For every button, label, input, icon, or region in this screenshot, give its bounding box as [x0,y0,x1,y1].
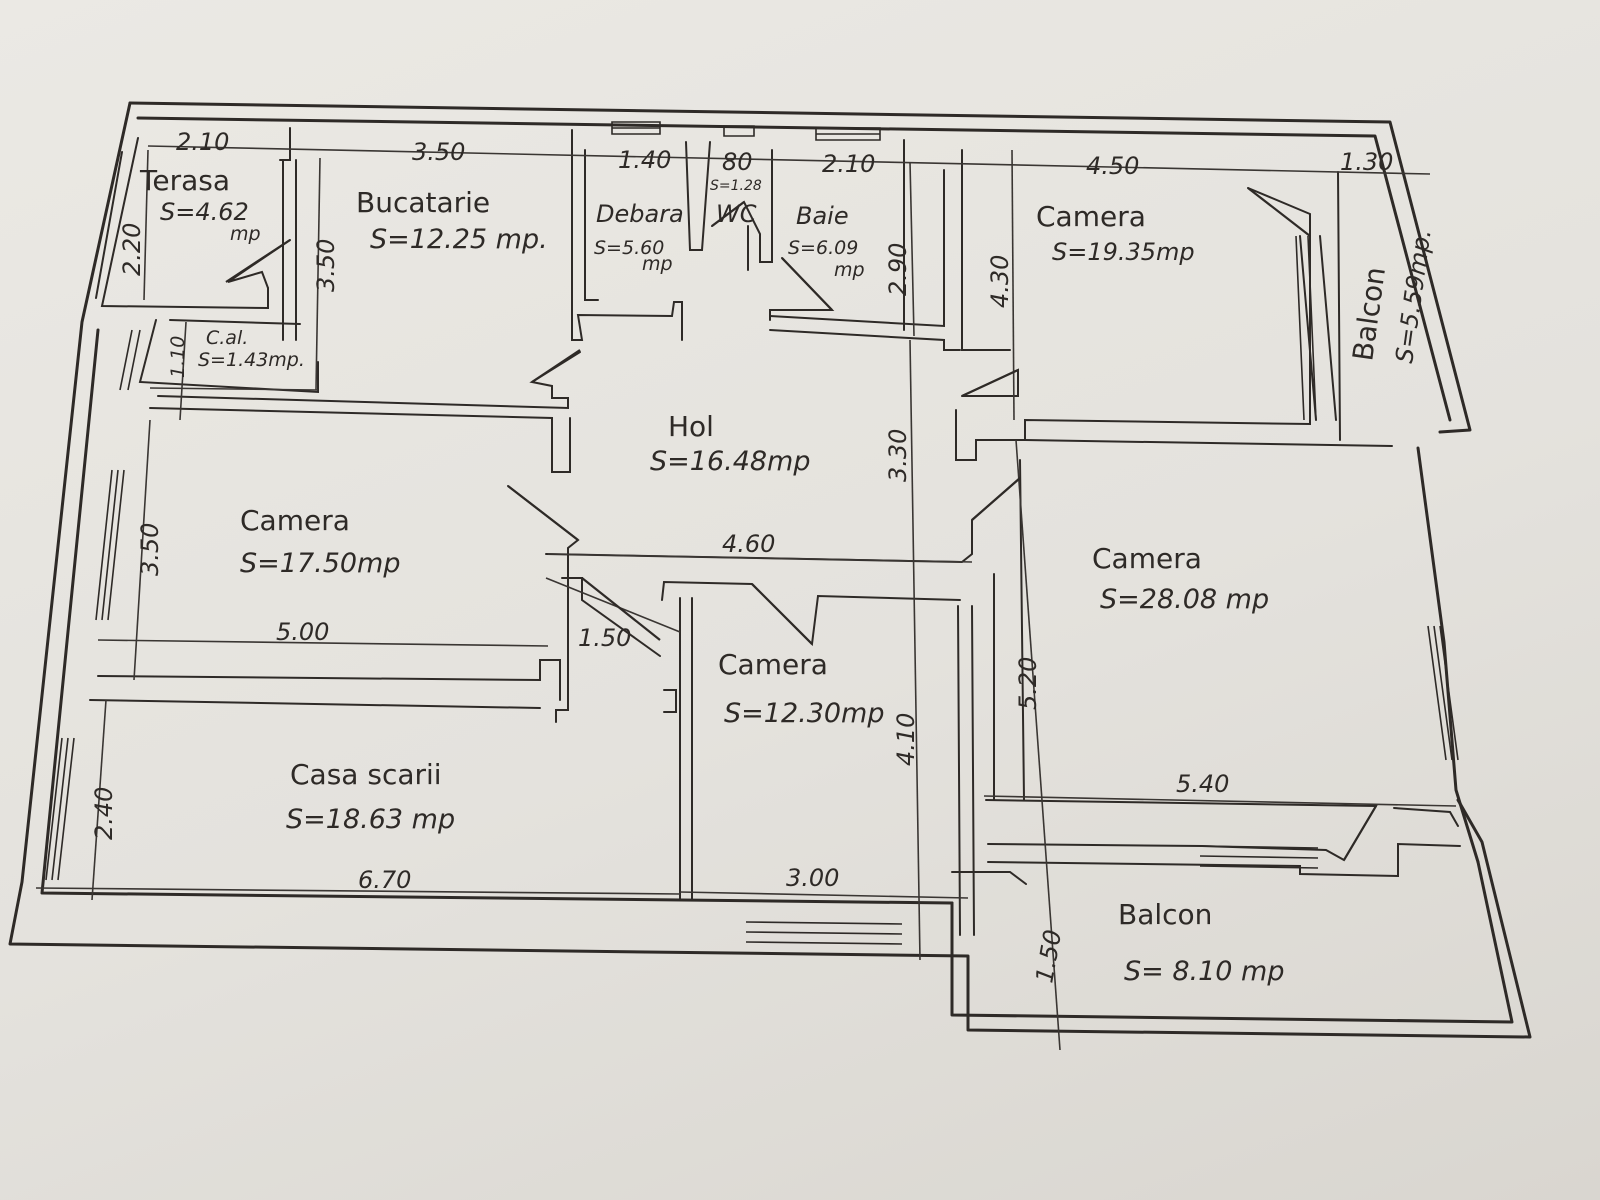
camera-c-name: Camera [718,648,828,681]
bucatarie-area: S=12.25 mp. [370,224,548,255]
dim-terasa-h: 2.20 [118,223,146,276]
wc-name: WC [716,200,757,228]
camera-e-name: Camera [1092,542,1202,575]
balcon-ne-name: Balcon [1346,265,1392,363]
casa-scarii-name: Casa scarii [290,758,442,791]
cal-area: S=1.43mp. [198,349,305,371]
room-labels: Terasa S=4.62 mp Bucatarie S=12.25 mp. D… [139,164,1437,987]
wc-area: S=1.28 [710,178,762,194]
baie-name: Baie [796,202,849,230]
dim-wc-w: 80 [722,148,753,176]
dim-camera-ne-h: 4.30 [986,255,1014,308]
camera-e-area: S=28.08 mp [1100,584,1269,615]
dim-hol-h: 3.30 [884,429,912,482]
camera-w-area: S=17.50mp [240,548,401,579]
camera-ne-name: Camera [1036,200,1146,233]
dim-terasa-w: 2.10 [176,128,229,156]
debara-name: Debara [596,200,684,228]
dim-casa-h: 2.40 [90,787,118,840]
dimension-labels: 2.10 3.50 1.40 80 2.10 4.50 1.30 2.20 3.… [90,128,1393,985]
dim-camera-e-h: 5.20 [1014,657,1042,710]
balcon-se-area: S= 8.10 mp [1124,956,1284,987]
baie-unit: mp [834,259,865,281]
camera-c-area: S=12.30mp [724,698,885,729]
debara-unit: mp [642,253,673,275]
terasa-unit: mp [230,223,261,245]
terasa-name: Terasa [139,164,230,197]
casa-scarii-area: S=18.63 mp [286,804,455,835]
windows [45,121,1459,945]
dim-hol-w: 4.60 [722,530,775,558]
cal-name: C.al. [206,327,248,349]
dim-baie-w: 2.10 [822,150,875,178]
camera-w-name: Camera [240,504,350,537]
dim-bucatarie-h: 3.50 [312,239,340,292]
dim-casa-w: 6.70 [358,866,411,894]
dim-camera-e-w: 5.40 [1176,770,1229,798]
hol-area: S=16.48mp [650,446,811,477]
dim-camera-w-w: 5.00 [276,618,329,646]
dim-balcon-ne-w: 1.30 [1340,148,1393,176]
bucatarie-name: Bucatarie [356,186,490,219]
camera-ne-area: S=19.35mp [1052,238,1195,266]
dim-balcon-se-h: 1.50 [1030,928,1067,985]
hol-name: Hol [668,410,714,443]
doors [225,187,1377,861]
exterior-walls [8,101,1532,1039]
dim-camera-c-w: 3.00 [786,864,839,892]
debara-area: S=5.60 [594,237,664,259]
balcon-se-name: Balcon [1118,898,1212,931]
dim-camera-ne-w: 4.50 [1086,152,1139,180]
dim-cal-h: 1.10 [167,336,189,378]
dim-hol-stub: 1.50 [578,624,631,652]
dim-baie-h: 2.90 [884,243,912,296]
dim-debara-w: 1.40 [618,146,671,174]
dim-camera-c-h: 4.10 [892,713,920,766]
terasa-area: S=4.62 [160,198,249,226]
dimension-lines [35,145,1457,1051]
interior-walls [89,127,1461,936]
dim-bucatarie-w: 3.50 [412,138,465,166]
baie-area: S=6.09 [788,237,858,259]
dim-camera-w-h: 3.50 [136,523,164,576]
